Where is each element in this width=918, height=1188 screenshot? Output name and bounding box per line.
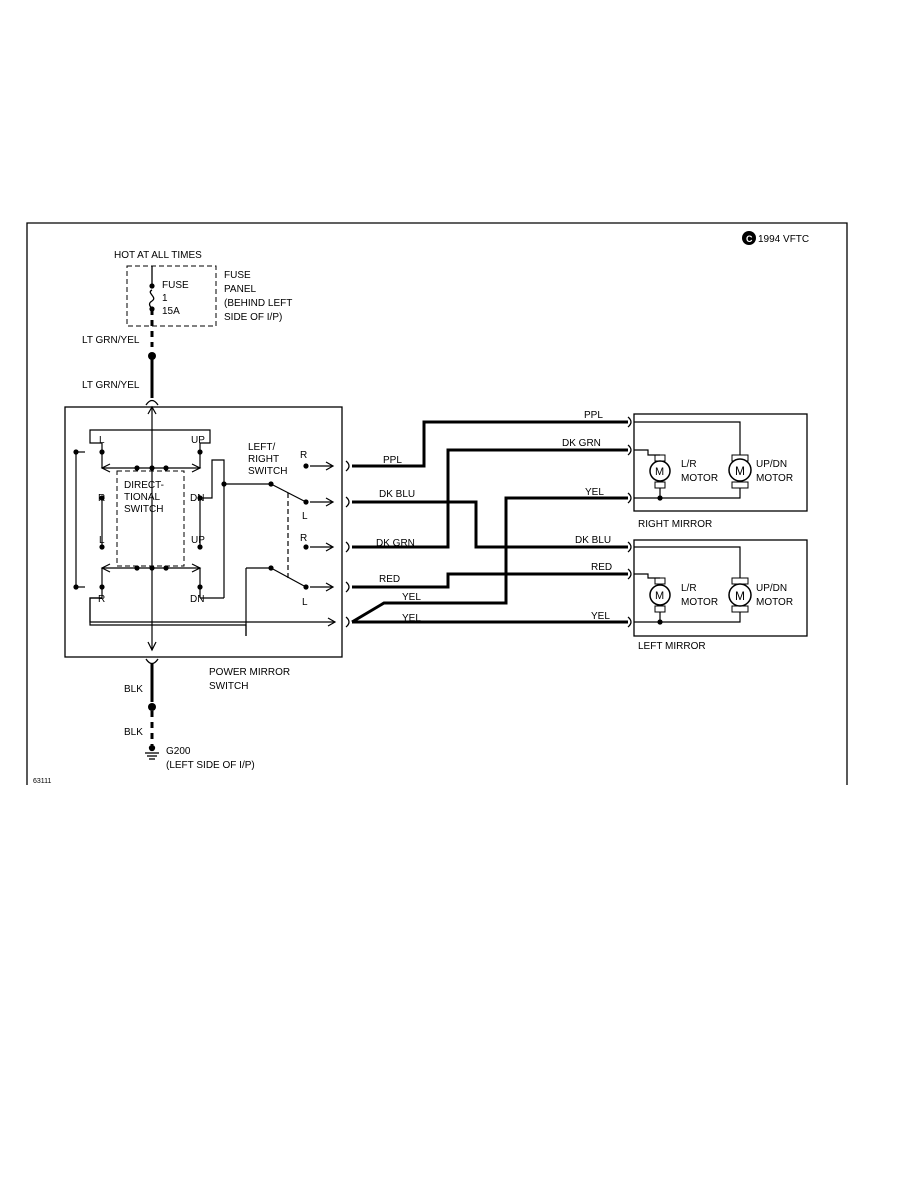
feed-wire [145,309,159,406]
right-lr-motor-icon: M [649,454,671,489]
lr-switch-label-2: RIGHT [248,454,279,465]
power-mirror-switch-label-2: SWITCH [209,681,248,692]
switch-internal-wiring [75,405,337,652]
copyright-mark: C 1994 VFTC [742,231,809,245]
feed-wire-label-lower: LT GRN/YEL [82,380,140,391]
svg-text:M: M [735,589,745,603]
fuse-location-3: (BEHIND LEFT [224,298,292,309]
ground-name: G200 [166,746,191,757]
harness-connectors [345,416,632,628]
dir-terminal-up2: UP [191,535,205,546]
copyright-text: 1994 VFTC [758,234,809,245]
left-lr-motor-label-1: L/R [681,583,697,594]
wire-label-ppl-mirror: PPL [584,410,603,421]
right-updn-motor-label-1: UP/DN [756,459,787,470]
fuse-rating: 15A [162,306,180,317]
ground-location: (LEFT SIDE OF I/P) [166,760,255,771]
right-lr-motor-label-2: MOTOR [681,473,718,484]
lr-switch-label-1: LEFT/ [248,442,275,453]
wire-label-yel-left: YEL [402,613,421,624]
fuse-location-2: PANEL [224,284,256,295]
fuse-name: FUSE [162,280,189,291]
ground-wire-label-upper: BLK [124,684,143,695]
dir-terminal-dn1: DN [190,493,204,504]
wire-label-red-mirror: RED [591,562,612,573]
left-updn-motor-icon: M [728,577,752,613]
directional-switch-label-2: TIONAL [124,492,161,503]
ground-splice [148,703,156,711]
svg-text:M: M [655,466,664,478]
feed-splice [148,352,156,360]
copyright-icon [742,231,756,245]
wire-label-ppl-switch: PPL [383,455,402,466]
left-updn-motor-label-2: MOTOR [756,597,793,608]
right-mirror-box [633,413,808,512]
directional-switch-label-1: DIRECT- [124,480,164,491]
diagram-frame [26,222,848,785]
wire-label-yel-cross: YEL [402,592,421,603]
wire-label-dkblu-switch: DK BLU [379,489,415,500]
fuse-panel-box [126,265,217,327]
directional-switch-label-3: SWITCH [124,504,163,515]
right-mirror-wiring [634,421,741,499]
wire-label-dkgrn-mirror: DK GRN [562,438,601,449]
dir-terminal-r2: R [98,594,105,605]
power-source-label: HOT AT ALL TIMES [114,250,202,261]
left-updn-motor-label-1: UP/DN [756,583,787,594]
lr-terminal-l2: L [302,597,308,608]
lr-terminal-l1: L [302,511,308,522]
svg-text:M: M [735,464,745,478]
wire-label-dkblu-mirror: DK BLU [575,535,611,546]
left-mirror-box [633,539,808,637]
wire-label-yel-right: YEL [585,487,604,498]
svg-text:M: M [655,590,664,602]
svg-text:C: C [746,234,753,244]
left-lr-motor-icon: M [649,577,671,613]
dir-terminal-l2: L [99,535,105,546]
directional-switch-contacts [73,449,309,590]
fuse-location-4: SIDE OF I/P) [224,312,282,323]
wire-label-red-switch: RED [379,574,400,585]
fuse-location-1: FUSE [224,270,251,281]
fuse-number: 1 [162,293,168,304]
right-lr-motor-label-1: L/R [681,459,697,470]
right-updn-motor-icon: M [728,454,752,489]
wire-label-dkgrn-switch: DK GRN [376,538,415,549]
dir-terminal-dn2: DN [190,594,204,605]
lr-terminal-r1: R [300,450,307,461]
left-lr-motor-label-2: MOTOR [681,597,718,608]
feed-wire-label-upper: LT GRN/YEL [82,335,140,346]
power-mirror-switch-label-1: POWER MIRROR [209,667,290,678]
right-mirror-label: RIGHT MIRROR [638,519,712,530]
lr-terminal-r2: R [300,533,307,544]
wire-label-yel-left-mirror: YEL [591,611,610,622]
figure-id: 63111 [33,778,52,785]
dir-terminal-up1: UP [191,435,205,446]
ground-icon [145,744,159,760]
harness-wires [351,420,628,624]
ground-wire [145,658,159,745]
right-updn-motor-label-2: MOTOR [756,473,793,484]
ground-wire-label-lower: BLK [124,727,143,738]
dir-terminal-l1: L [99,435,105,446]
lr-switch-label-3: SWITCH [248,466,287,477]
left-mirror-label: LEFT MIRROR [638,641,706,652]
dir-terminal-r1: R [98,493,105,504]
power-mirror-switch-box [64,406,343,658]
